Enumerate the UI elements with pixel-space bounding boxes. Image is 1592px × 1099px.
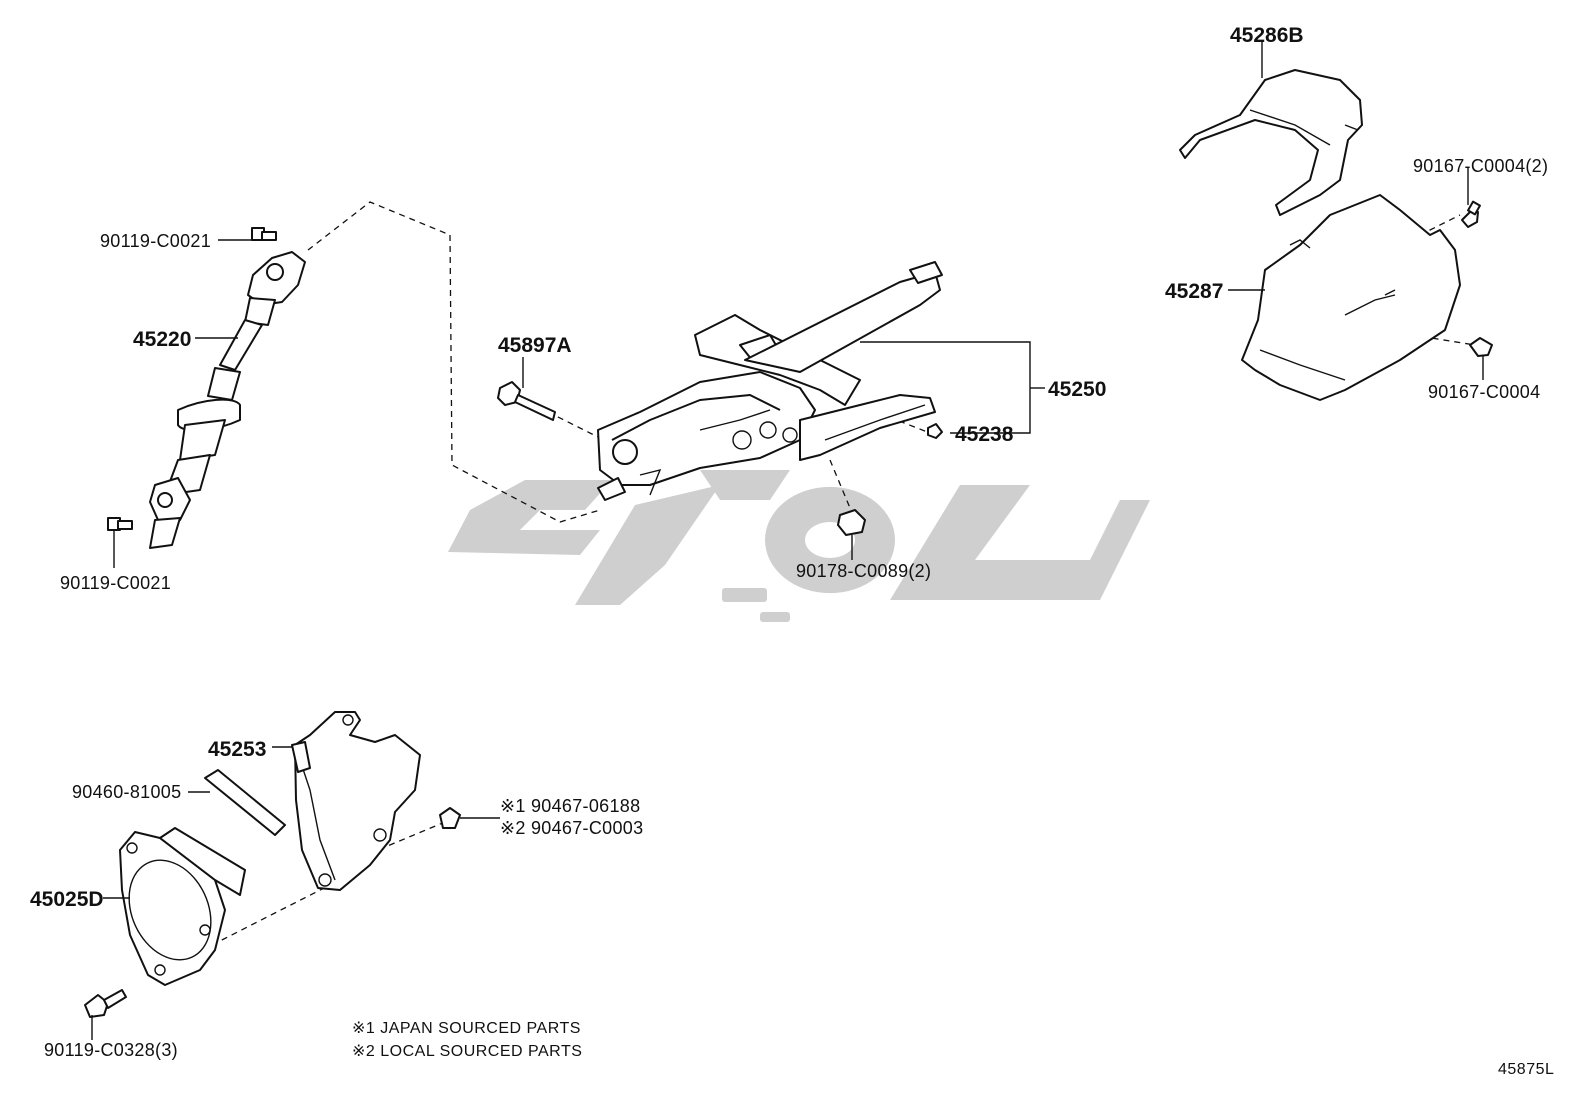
- column-bolt-45897A: [497, 381, 556, 421]
- note-local-sourced: ※2 LOCAL SOURCED PARTS: [352, 1043, 582, 1060]
- column-nut-90178: [837, 509, 866, 536]
- source-notes: ※1 JAPAN SOURCED PARTS ※2 LOCAL SOURCED …: [352, 1020, 582, 1060]
- column-boot: [119, 827, 246, 986]
- diagram-code: 45875L: [1498, 1061, 1554, 1078]
- label-45287[interactable]: 45287: [1165, 280, 1223, 303]
- steering-column-assembly: [597, 261, 943, 501]
- label-90119-C0021-top[interactable]: 90119-C0021: [100, 231, 211, 251]
- column-hole-cover: [291, 711, 421, 891]
- cover-screw-top: [1461, 200, 1481, 228]
- intermediate-shaft: [149, 251, 306, 549]
- label-90119-C0328-3[interactable]: 90119-C0328(3): [44, 1040, 178, 1060]
- column-nut-45238: [927, 423, 943, 439]
- watermark-logo: [448, 470, 1150, 622]
- label-90119-C0021-bottom[interactable]: 90119-C0021: [60, 573, 171, 593]
- note-japan-sourced: ※1 JAPAN SOURCED PARTS: [352, 1020, 581, 1037]
- cover-screw-bottom: [1469, 337, 1493, 357]
- label-45220[interactable]: 45220: [133, 328, 191, 351]
- upper-column-cover: [1179, 69, 1363, 216]
- leader-lines: [91, 40, 1484, 1040]
- label-90460-81005[interactable]: 90460-81005: [72, 782, 181, 802]
- lower-column-cover: [1241, 194, 1461, 401]
- clamp-90460: [204, 769, 286, 836]
- label-45025D[interactable]: 45025D: [30, 888, 104, 911]
- label-45250[interactable]: 45250: [1048, 378, 1106, 401]
- label-90467-06188[interactable]: ※1 90467-06188: [500, 796, 640, 816]
- label-45238[interactable]: 45238: [955, 423, 1014, 446]
- shaft-bolt-bottom: [107, 517, 133, 531]
- label-90167-C0004-2[interactable]: 90167-C0004(2): [1413, 156, 1548, 176]
- label-90167-C0004[interactable]: 90167-C0004: [1428, 382, 1540, 402]
- clip-90467: [439, 807, 461, 829]
- shaft-bolt-top: [251, 227, 277, 241]
- label-45253[interactable]: 45253: [208, 738, 266, 761]
- label-45897A[interactable]: 45897A: [498, 334, 572, 357]
- label-90467-C0003[interactable]: ※2 90467-C0003: [500, 818, 643, 838]
- label-45286B[interactable]: 45286B: [1230, 24, 1304, 47]
- boot-bolt-90119-C0328: [84, 989, 127, 1018]
- part-labels: 45286B 90167-C0004(2) 45287 90167-C0004 …: [30, 24, 1548, 1060]
- label-90178-C0089-2[interactable]: 90178-C0089(2): [796, 561, 931, 581]
